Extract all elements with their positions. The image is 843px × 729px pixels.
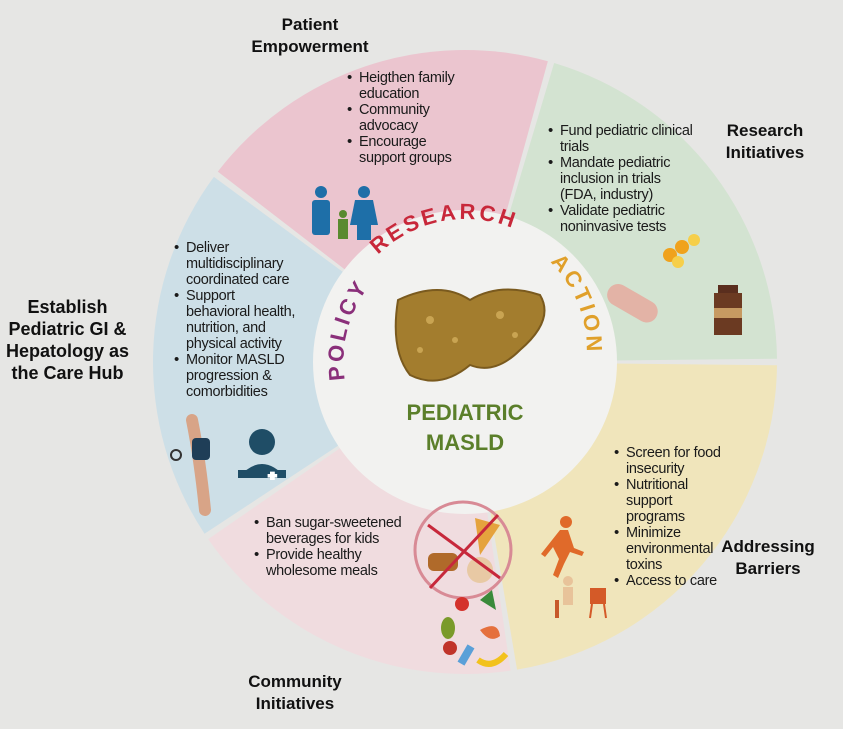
list-item: Minimize environmental toxins: [614, 525, 732, 573]
patient-empowerment-heading: Patient Empowerment: [251, 15, 369, 56]
patient-empowerment-list: Heigthen family education Community advo…: [345, 70, 475, 166]
healthy-food-icon: [441, 590, 509, 667]
addressing-barriers-list: Screen for food insecurity Nutritional s…: [612, 445, 732, 589]
liver-icon: [394, 288, 546, 382]
care-hub-list: Deliver multidisciplinary coordinated ca…: [172, 240, 302, 400]
list-item: Deliver multidisciplinary coordinated ca…: [174, 240, 302, 288]
running-person-icon: [541, 516, 584, 578]
list-item: Provide healthy wholesome meals: [254, 547, 407, 579]
list-item: Access to care: [614, 573, 732, 589]
addressing-barriers-heading: Addressing Barriers: [721, 537, 815, 578]
list-item: Support behavioral health, nutrition, an…: [174, 288, 302, 352]
center-title-line2: MASLD: [425, 430, 505, 455]
research-initiatives-list: Fund pediatric clinical trials Mandate p…: [546, 123, 696, 235]
list-item: Nutritional support programs: [614, 477, 732, 525]
honeycomb-icon: [663, 234, 700, 268]
family-icon: [312, 186, 378, 240]
community-initiatives-heading: Community Initiatives: [248, 672, 342, 713]
list-item: Encourage support groups: [347, 134, 475, 166]
list-item: Mandate pediatric inclusion in trials (F…: [548, 155, 696, 203]
doctor-icon: [238, 429, 286, 480]
blood-pressure-arm-icon: [170, 414, 211, 516]
community-initiatives-list: Ban sugar-sweetened beverages for kids P…: [252, 515, 407, 579]
list-item: Heigthen family education: [347, 70, 475, 102]
medicine-bottle-icon: [714, 285, 742, 335]
center-title: PEDIATRIC MASLD: [365, 398, 565, 458]
list-item: Ban sugar-sweetened beverages for kids: [254, 515, 407, 547]
center-title-line1: PEDIATRIC: [406, 400, 524, 425]
child-watching-tv-icon: [555, 576, 607, 619]
list-item: Community advocacy: [347, 102, 475, 134]
list-item: Screen for food insecurity: [614, 445, 732, 477]
care-hub-heading: Establish Pediatric GI & Hepatology as t…: [5, 297, 130, 383]
list-item: Fund pediatric clinical trials: [548, 123, 696, 155]
list-item: Monitor MASLD progression & comorbiditie…: [174, 352, 302, 400]
research-initiatives-heading: Research Initiatives: [725, 121, 805, 162]
list-item: Validate pediatric noninvasive tests: [548, 203, 696, 235]
pill-icon: [607, 284, 658, 323]
